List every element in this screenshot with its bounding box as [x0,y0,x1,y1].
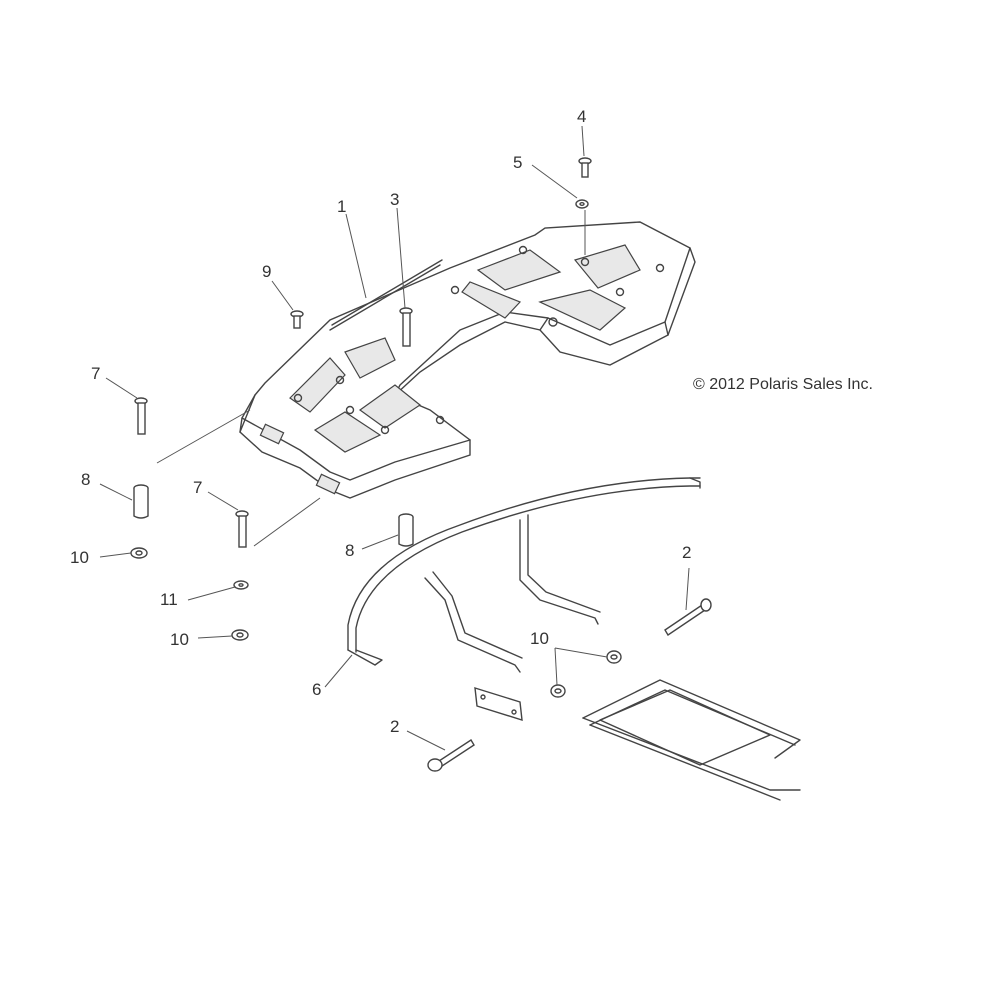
nut-icon [231,629,249,641]
callout-9: 9 [262,262,272,281]
spacer-icon [398,513,414,547]
rear-rack [239,221,696,499]
rivet-icon [134,397,148,435]
nut-icon [130,547,148,559]
callout-8: 8 [345,541,355,560]
callout-7: 7 [91,364,101,383]
bolt-icon [664,598,712,636]
rivet-icon [399,307,413,347]
callout-10: 10 [70,548,89,567]
callout-6: 6 [312,680,322,699]
nut-icon [550,684,566,698]
nut-icon [606,650,622,664]
spacer-icon [133,484,149,519]
callout-3: 3 [390,190,400,209]
copyright-notice: © 2012 Polaris Sales Inc. [693,376,873,393]
mount-plate [474,687,523,721]
screw-icon [578,157,592,178]
callout-7: 7 [193,478,203,497]
callout-10: 10 [170,630,189,649]
washer-icon [233,580,249,590]
cargo-frame [582,679,801,801]
callout-5: 5 [513,153,523,172]
rivet-icon [235,510,249,548]
bolt-icon [427,739,475,772]
callout-4: 4 [577,107,587,126]
rivet-icon [290,310,304,329]
callout-2: 2 [390,717,400,736]
washer-icon [575,199,589,209]
callout-2: 2 [682,543,692,562]
callout-1: 1 [337,197,347,216]
leader-lines [99,125,690,751]
callout-11: 11 [160,590,178,609]
rack-support-frame [347,477,701,673]
callout-10: 10 [530,629,549,648]
callout-8: 8 [81,470,91,489]
